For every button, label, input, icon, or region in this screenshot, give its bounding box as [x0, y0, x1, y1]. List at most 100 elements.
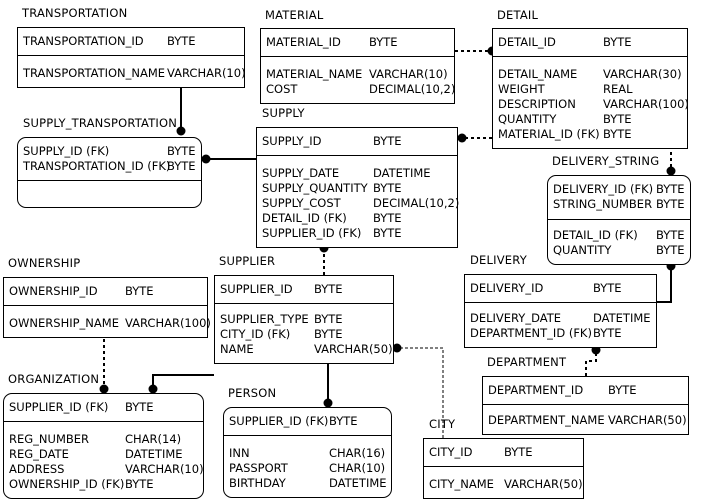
attribute-type: BYTE — [593, 326, 622, 340]
attribute-name: SUPPLIER_ID — [220, 282, 293, 296]
attribute-name: DETAIL_ID — [498, 35, 556, 49]
attribute-type: VARCHAR(10) — [167, 66, 246, 80]
attribute-name: DETAIL_ID (FK) — [262, 211, 347, 225]
attribute-name: STRING_NUMBER — [553, 197, 653, 211]
attribute-name: SUPPLIER_TYPE — [220, 312, 309, 326]
attribute-name: DEPARTMENT_NAME — [488, 413, 605, 427]
attribute-name: TRANSPORTATION_NAME — [23, 66, 166, 80]
attribute-type: CHAR(10) — [329, 461, 386, 475]
attribute-type: VARCHAR(50) — [608, 413, 687, 427]
attribute-type: BYTE — [603, 112, 632, 126]
attribute-name: DESCRIPTION — [498, 97, 576, 111]
attribute-type: BYTE — [329, 414, 358, 428]
attribute-type: VARCHAR(10) — [369, 67, 448, 81]
entity-title-transportation: TRANSPORTATION — [22, 6, 128, 20]
relationship-line-department-to-delivery — [585, 350, 597, 376]
attribute-type: BYTE — [167, 159, 196, 173]
attribute-type: CHAR(16) — [329, 446, 386, 460]
attribute-name: DEPARTMENT_ID (FK) — [470, 326, 592, 340]
attribute-type: DATETIME — [373, 166, 431, 180]
attribute-type: BYTE — [656, 243, 685, 257]
attribute-type: VARCHAR(50) — [314, 342, 393, 356]
relationship-line-supplier-to-organization — [152, 374, 214, 389]
attribute-name: SUPPLY_ID (FK) — [23, 144, 110, 158]
attribute-name: DEPARTMENT_ID — [488, 383, 584, 397]
attribute-type: BYTE — [656, 228, 685, 242]
primary-key-section: DETAIL_ID BYTE — [493, 29, 687, 57]
attribute-name: REG_DATE — [9, 447, 69, 461]
attribute-name: DELIVERY_DATE — [470, 311, 562, 325]
attribute-type: BYTE — [603, 127, 632, 141]
attribute-type: CHAR(14) — [125, 432, 182, 446]
attribute-type: BYTE — [373, 181, 402, 195]
entity-title-supply-transportation: SUPPLY_TRANSPORTATION — [23, 116, 178, 130]
attribute-name: BIRTHDAY — [229, 476, 286, 490]
attribute-name: MATERIAL_ID (FK) — [498, 127, 600, 141]
entity-title-supply: SUPPLY — [262, 106, 305, 120]
attribute-name: SUPPLIER_ID (FK) — [262, 226, 362, 240]
attribute-type: DECIMAL(10,2) — [373, 196, 460, 210]
entity-supply[interactable]: SUPPLY_ID BYTE SUPPLY_DATE DATETIME SUPPLY_Q… — [256, 127, 460, 248]
attribute-type: BYTE — [373, 226, 402, 240]
attribute-type: BYTE — [125, 400, 154, 414]
cardinality-dot — [457, 133, 467, 143]
relationship-line-delivery-to-delivery-string — [656, 266, 672, 303]
attribute-name: TRANSPORTATION_ID (FK) — [23, 159, 171, 173]
attribute-name: SUPPLY_QUANTITY — [262, 181, 368, 195]
entity-title-ownership: OWNERSHIP — [8, 256, 81, 270]
entity-title-material: MATERIAL — [265, 8, 324, 22]
attribute-name: SUPPLY_ID — [262, 134, 322, 148]
attribute-type: BYTE — [504, 445, 533, 459]
attribute-name: OWNERSHIP_ID (FK) — [9, 477, 125, 491]
attribute-name: ADDRESS — [9, 462, 65, 476]
attribute-name: QUANTITY — [553, 243, 612, 257]
entity-title-organization: ORGANIZATION — [8, 372, 100, 386]
attribute-name: CITY_ID — [429, 445, 473, 459]
attribute-type: BYTE — [373, 211, 402, 225]
attribute-name: SUPPLY_COST — [262, 196, 341, 210]
attribute-type: DECIMAL(10,2) — [369, 82, 456, 96]
attribute-type: BYTE — [167, 144, 196, 158]
attribute-name: SUPPLY_DATE — [262, 166, 340, 180]
entity-title-supplier: SUPPLIER — [219, 254, 276, 268]
attribute-type: DATETIME — [125, 447, 183, 461]
attribute-type: VARCHAR(30) — [603, 67, 682, 81]
entity-title-department: DEPARTMENT — [487, 355, 567, 369]
attribute-type: BYTE — [369, 35, 398, 49]
entity-title-delivery-string: DELIVERY_STRING — [552, 154, 660, 168]
entity-title-detail: DETAIL — [497, 8, 539, 22]
attribute-name: DELIVERY_ID (FK) — [553, 182, 654, 196]
attribute-type: BYTE — [603, 35, 632, 49]
attribute-name: NAME — [220, 342, 254, 356]
attribute-type: VARCHAR(100) — [125, 316, 211, 330]
attribute-name: CITY_ID (FK) — [220, 327, 291, 341]
attribute-name: SUPPLIER_ID (FK) — [229, 414, 329, 428]
primary-key-section: CITY_ID BYTE — [424, 439, 583, 467]
